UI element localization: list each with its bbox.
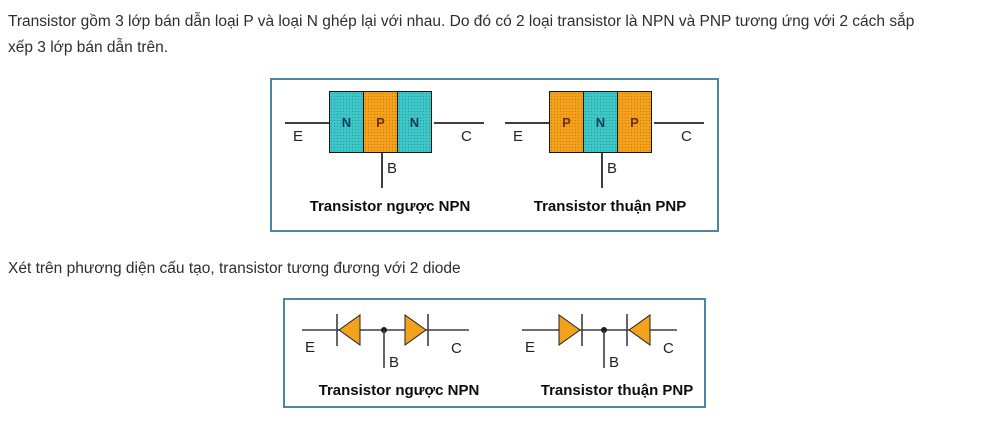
base-label: B bbox=[389, 354, 399, 371]
pnp-caption: Transistor thuận PNP bbox=[533, 198, 687, 215]
collector-label: C bbox=[663, 340, 674, 357]
intro-line-2: xếp 3 lớp bán dẫn trên. bbox=[8, 39, 169, 56]
equivalence-paragraph: Xét trên phương diện cấu tạo, transistor… bbox=[8, 260, 461, 277]
collector-label: C bbox=[461, 128, 472, 145]
pnp-diode-diagram: E C B Transistor thuận PNP bbox=[517, 304, 717, 404]
emitter-label: E bbox=[513, 128, 524, 145]
emitter-label: E bbox=[305, 339, 315, 356]
figure-diode-equivalents: E C B Transistor ngược NPN E C B Transis… bbox=[283, 298, 706, 408]
intro-line-1: Transistor gồm 3 lớp bán dẫn loại P và l… bbox=[8, 13, 915, 30]
npn-caption: Transistor ngược NPN bbox=[309, 198, 471, 215]
base-emitter-diode bbox=[338, 314, 361, 346]
npn-caption: Transistor ngược NPN bbox=[318, 382, 480, 399]
base-wire bbox=[601, 153, 603, 188]
npn-layer-diagram: N P N E C B Transistor ngược NPN bbox=[285, 80, 495, 228]
base-collector-diode bbox=[404, 314, 427, 346]
pnp-layer-stack: P N P bbox=[549, 91, 652, 153]
pnp-caption: Transistor thuận PNP bbox=[540, 382, 694, 399]
figure-transistor-layers: N P N E C B Transistor ngược NPN P N P E… bbox=[270, 78, 719, 232]
semiconductor-layer-p: P bbox=[617, 91, 652, 153]
npn-diode-diagram: E C B Transistor ngược NPN bbox=[299, 304, 499, 404]
base-label: B bbox=[387, 160, 398, 177]
collector-wire bbox=[654, 122, 704, 124]
semiconductor-layer-n: N bbox=[583, 91, 618, 153]
npn-diode-schematic: E C B bbox=[302, 314, 469, 371]
emitter-wire bbox=[505, 122, 549, 124]
emitter-label: E bbox=[525, 339, 535, 356]
pnp-layer-diagram: P N P E C B Transistor thuận PNP bbox=[505, 80, 715, 228]
npn-layer-stack: N P N bbox=[329, 91, 432, 153]
base-label: B bbox=[609, 354, 619, 371]
pnp-diode-schematic: E C B bbox=[522, 314, 677, 371]
emitter-base-diode bbox=[558, 314, 581, 346]
semiconductor-layer-p: P bbox=[549, 91, 584, 153]
semiconductor-layer-p: P bbox=[363, 91, 398, 153]
semiconductor-layer-n: N bbox=[397, 91, 432, 153]
base-wire bbox=[381, 153, 383, 188]
emitter-label: E bbox=[293, 128, 304, 145]
collector-label: C bbox=[681, 128, 692, 145]
emitter-wire bbox=[285, 122, 329, 124]
collector-base-diode bbox=[628, 314, 651, 346]
collector-wire bbox=[434, 122, 484, 124]
intro-paragraph: Transistor gồm 3 lớp bán dẫn loại P và l… bbox=[8, 9, 968, 61]
semiconductor-layer-n: N bbox=[329, 91, 364, 153]
collector-label: C bbox=[451, 340, 462, 357]
base-label: B bbox=[607, 160, 618, 177]
